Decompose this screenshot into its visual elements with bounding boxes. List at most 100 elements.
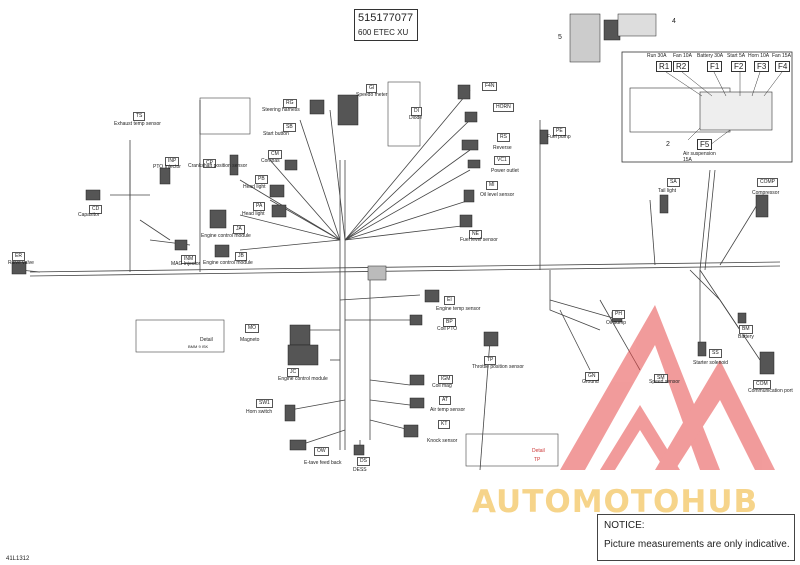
component-code-comp: COMP [757,178,778,187]
component-label-pa: Head light [242,211,265,217]
document-id: 41L1312 [6,556,30,562]
fuse-label-r2: Fan 10A [673,53,692,59]
component-label-ja: Engine control module [201,233,251,239]
component-code-vc1: VC1 [494,156,510,165]
fuse-code-f4: F4 [775,61,791,72]
component-code-sb: SB [283,123,296,132]
component-label-sw1: Horn switch [246,409,273,415]
fuse-label-r1: Run 30A [647,53,667,59]
component-code-jb: JB [235,252,247,261]
component-code-ei: EI [444,296,455,305]
component-label-ts: Exhaust temp sensor [114,121,161,127]
component-label-ds: DESS [353,467,367,473]
component-label-cm: Compas [261,158,280,164]
component-code-sw1: SW1 [256,399,273,408]
component-label-bp: Coil PTO [437,326,458,332]
component-label-mi: Oil level sensor [480,192,515,198]
component-code-cp: CP [203,159,216,168]
fuse-code-f3: F3 [754,61,770,72]
component-label-comp: Compressor [752,190,780,196]
fuse-code-r2: R2 [673,61,690,72]
notice-box: NOTICE: Picture measurements are only in… [597,514,795,561]
component-code-at: AT [439,396,452,405]
callout-4: 4 [672,18,676,25]
component-label-mo: Magneto [240,337,260,343]
component-label-ne: Fuel level sensor [460,237,498,243]
detail-1-sub: BMM 9 ISK [188,344,209,349]
component-label-tp: Throttle position sensor [472,364,524,370]
detail-2-code: TP [534,457,541,463]
detail-2-label: Detail [532,448,545,454]
component-label-cd: Capasitor [78,212,100,218]
callout-2: 2 [666,141,670,148]
component-label-ei: Engine temp sensor [436,306,481,312]
component-code-gi: GI [366,84,378,93]
component-label-gi: Speedo meter [356,92,388,98]
component-code-er: ER [12,252,25,261]
component-code-mi: MI [486,181,498,190]
component-code-ja: JA [233,225,245,234]
component-code-ts: TS [133,112,146,121]
component-label-ph: Oil pump [606,320,627,326]
fuse-label-f3: Horn 10A [748,53,770,59]
component-code-bp: BP [443,318,456,327]
component-label-pb: Head light [243,184,266,190]
fuse-label-f5: Air suspension 15A [683,151,716,163]
component-label-sm: Speed sensor [649,379,680,385]
component-code-bm: BM [739,325,753,334]
component-code-mo: MO [245,324,260,333]
component-code-sa: SA [667,178,680,187]
component-label-gn: Ground [582,379,599,385]
notice-title: NOTICE: [604,520,645,531]
fuse-code-f5: F5 [697,139,713,150]
component-code-gn: GN [585,372,599,381]
component-code-sm: SM [654,374,668,383]
notice-message: Picture measurements are only indicative… [604,539,790,550]
component-code-tp: TP [484,356,497,365]
component-label-jb: Engine control module [203,260,253,266]
fuse-code-r1: R1 [656,61,673,72]
component-code-cm: CM [268,150,282,159]
component-label-kt: Knock sensor [427,438,458,444]
detail-1-label: Detail [200,337,213,343]
component-label-sa: Tail light [658,188,677,194]
component-code-ds: DS [357,457,370,466]
model-name: 600 ETEC XU [358,28,409,37]
component-label-com: Communication port [748,388,793,394]
component-label-di: Diode [409,115,423,121]
component-code-di: DI [411,107,422,116]
component-label-ss: Starter solenoid [693,360,729,366]
component-code-rs: RS [497,133,510,142]
component-code-igm: IGM [438,375,454,384]
component-label-cp: Crankshaft position sensor [188,163,248,169]
component-code-cd: CD [89,205,103,214]
component-label-pe: Fuel pump [547,134,571,140]
callout-5: 5 [558,34,562,41]
component-code-kt: KT [438,420,451,429]
component-code-ss: SS [709,349,722,358]
component-label-rs: Reverse [493,145,512,151]
component-label-vc1: Power outlet [491,168,519,174]
component-label-at: Air temp sensor [430,407,466,413]
component-code-pb: PB [255,175,268,184]
component-code-inm: INM [181,255,197,264]
component-label-bm: Battery [738,334,754,340]
component-code-inp: INP [165,157,180,166]
component-code-ph: PH [612,310,625,319]
component-label-sb: Start button [263,131,289,137]
part-number: 515177077 [358,12,414,24]
component-code-rg: RG [283,99,297,108]
component-label-ow: E-tave feed back [304,460,342,466]
component-label-jc: Engine control module [278,376,328,382]
component-code-pe: PE [553,127,566,136]
component-label-inm: MAG Injector [171,261,201,267]
component-label-er: Raive valve [8,260,34,266]
part-number-box: 515177077 600 ETEC XU [354,9,418,41]
fuse-label-f2: Start 5A [727,53,746,59]
component-code-pa: PA [253,202,266,211]
component-code-horn: HORN [493,103,514,112]
component-code-jc: JC [287,368,300,377]
component-code-com: COM [753,380,771,389]
